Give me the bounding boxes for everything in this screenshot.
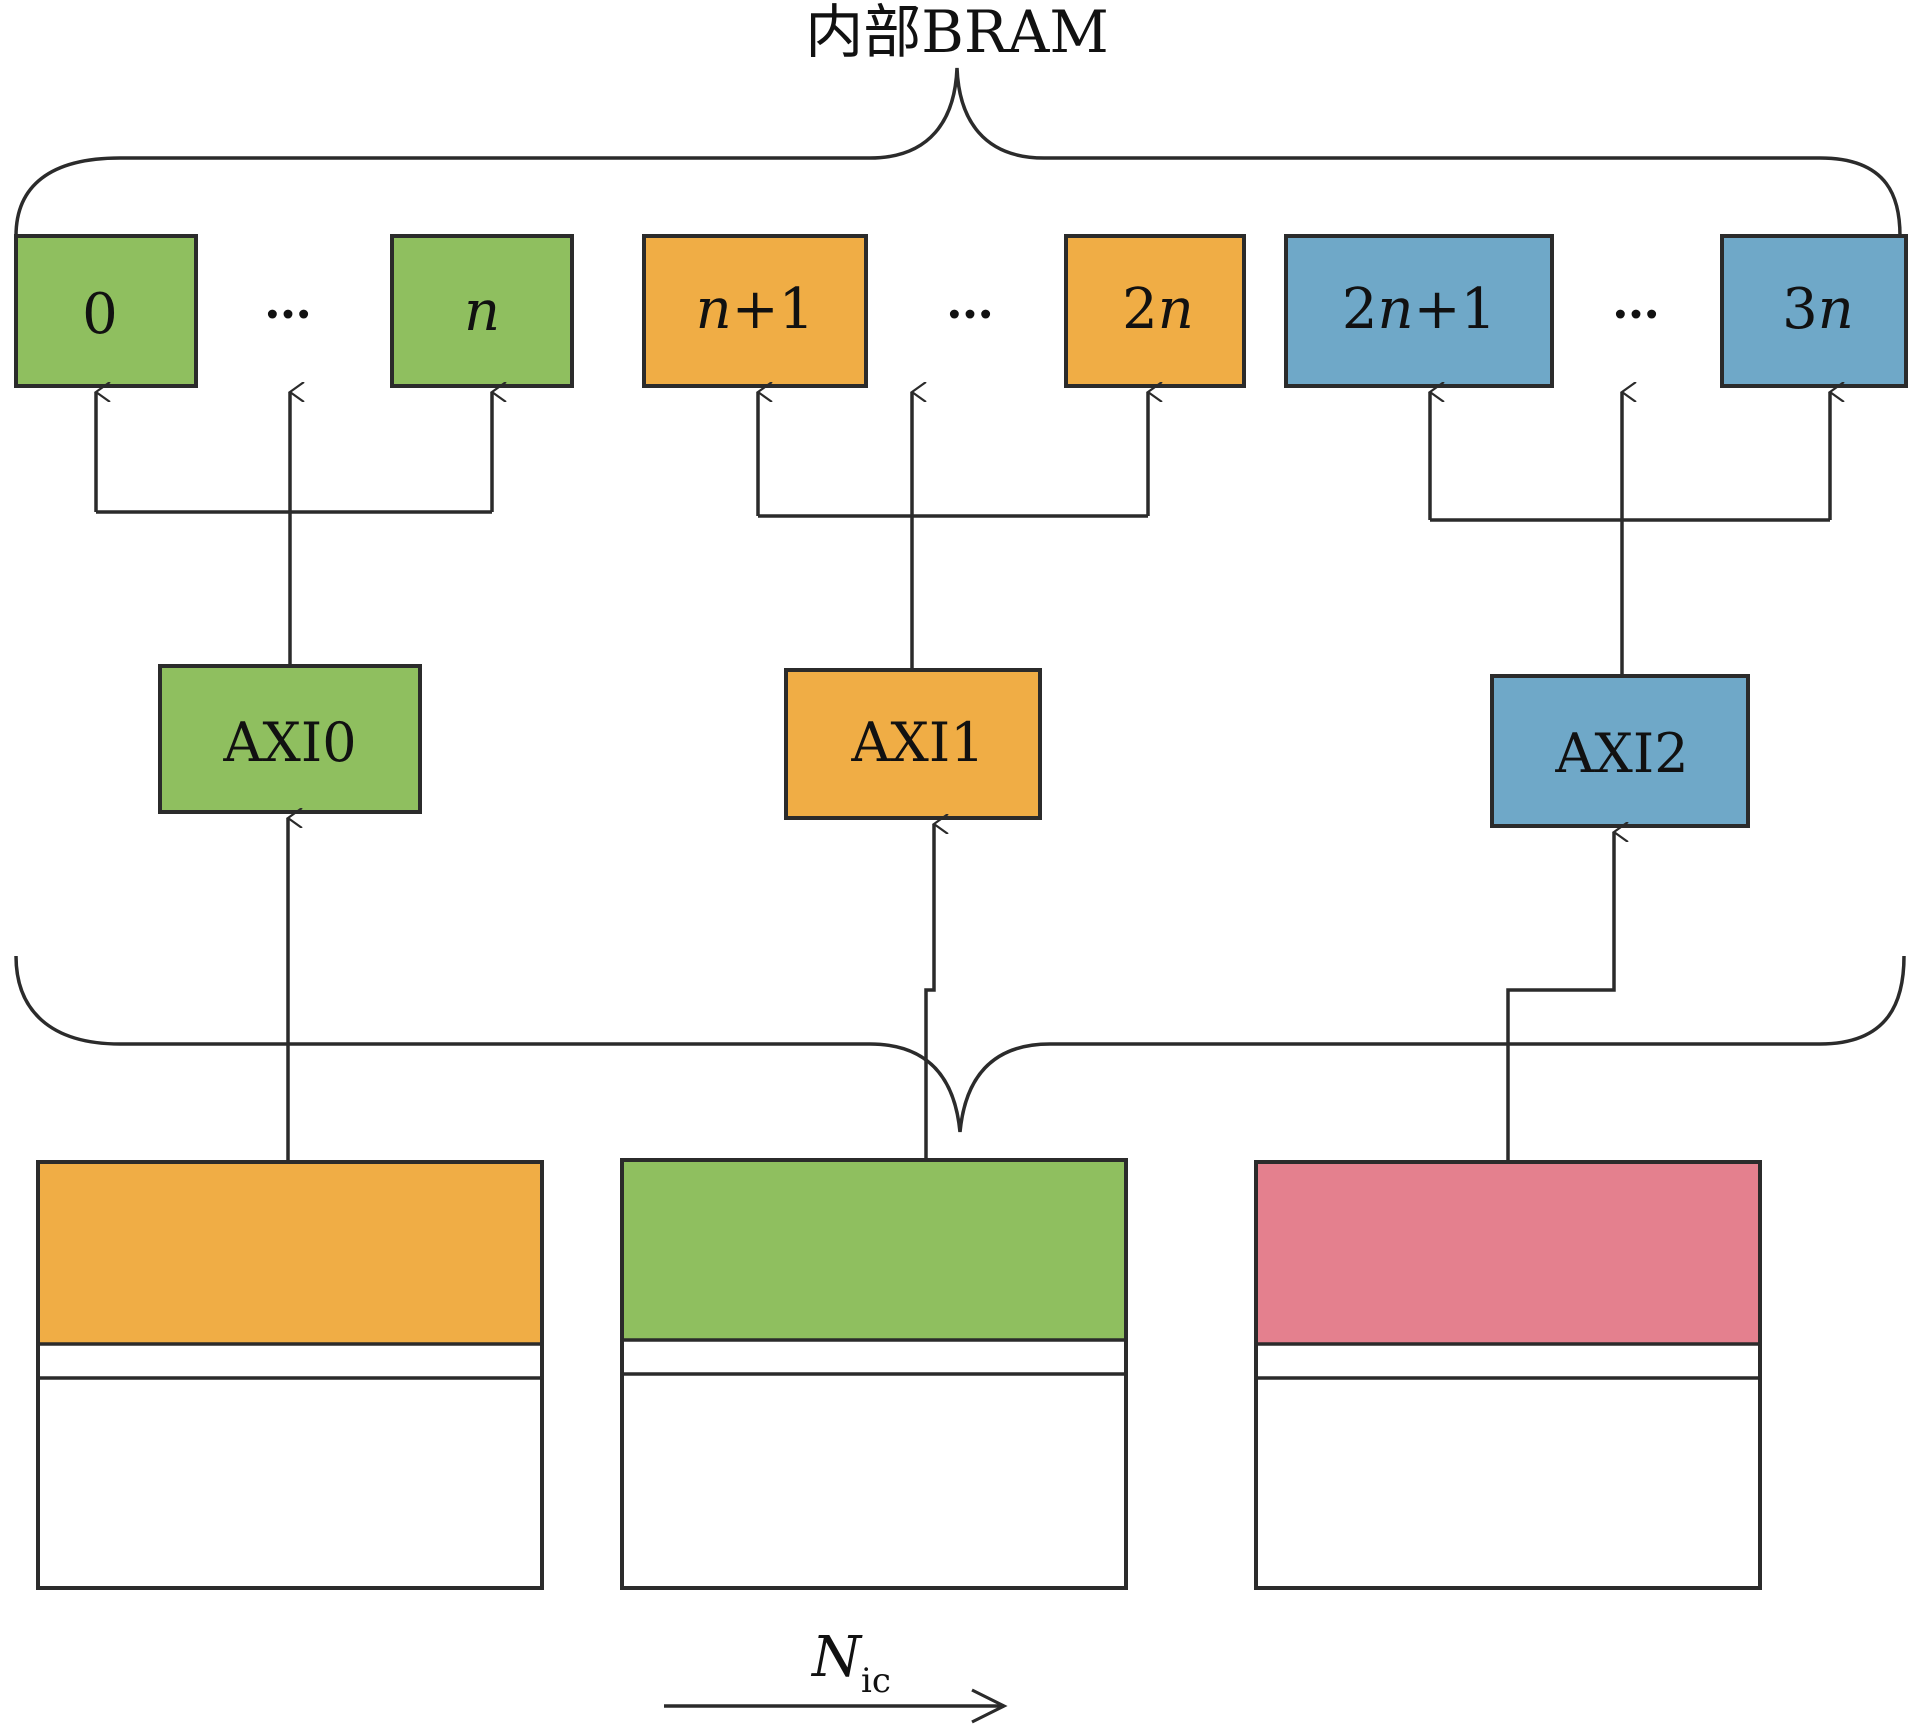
fanout-wires-1 [758,392,1148,670]
memory-block-0-fill [40,1164,540,1344]
memory-block-1 [620,1158,1128,1590]
memory-block-2-fill [1258,1164,1758,1344]
memory-block-2 [1254,1160,1762,1590]
memory-wires [288,818,1614,1162]
diagram-title: 内部BRAM [805,0,1109,66]
bram-cell-3n-label: 3n [1782,277,1854,342]
axis-label: Nic [810,1625,891,1701]
bram-cell-2n-label: 2n [1122,277,1194,342]
bram-group-0-dots: … [264,274,312,330]
bram-cell-0 [14,234,198,388]
bram-group-2: 2n+1 … 3n [1284,234,1908,388]
bram-cell-3n [1720,234,1908,388]
fanout-wires-2 [1430,392,1830,676]
bram-cell-n [390,234,574,388]
bram-group-1: n+1 … 2n [642,234,1246,388]
bram-cell-n-plus-1-label: n+1 [696,277,815,342]
bottom-brace [14,955,1906,1133]
top-brace [14,67,1902,237]
bram-cell-2n-plus-1-label: 2n+1 [1342,277,1496,342]
bram-cell-n-plus-1 [642,234,868,388]
bram-cell-n-label: n [464,279,500,344]
bram-group-0: 0 … n [14,234,574,388]
bram-group-1-dots: … [946,274,994,330]
bram-cell-2n-plus-1 [1284,234,1554,388]
axi-port-0: AXI0 [158,664,422,814]
axi-port-2: AXI2 [1490,674,1750,828]
axi-port-1-label: AXI1 [850,711,984,774]
memory-block-1-fill [624,1162,1124,1340]
bram-group-2-dots: … [1612,274,1660,330]
axi-port-0-label: AXI0 [222,711,356,774]
axi-port-1: AXI1 [784,668,1042,820]
memory-block-0 [36,1160,544,1590]
bram-cell-2n [1064,234,1246,388]
fanout-wires-0 [96,392,492,666]
bram-cell-0-label: 0 [82,282,118,347]
axi-port-2-label: AXI2 [1554,722,1688,785]
